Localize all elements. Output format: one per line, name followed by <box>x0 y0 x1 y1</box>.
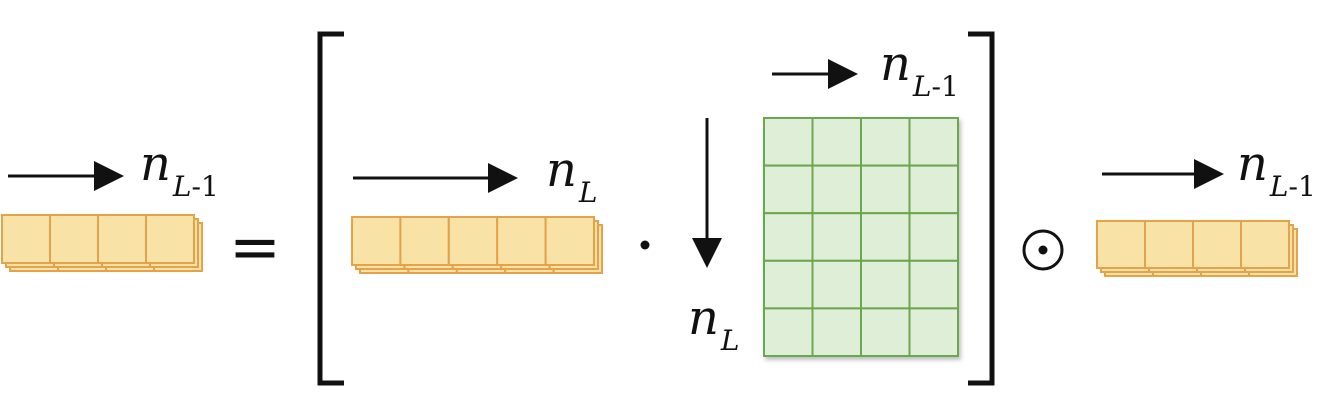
matrix-cell <box>763 307 814 357</box>
vector-cell <box>1 214 51 264</box>
matrix-cell <box>811 307 862 357</box>
vector-cell <box>447 216 499 266</box>
hadamard-operator <box>1022 229 1064 271</box>
bracket-vector-dim-label: nL <box>546 142 598 209</box>
matrix-group: nL-1 nL <box>688 36 959 357</box>
matrix-col-dim-label: nL-1 <box>880 36 959 103</box>
right-vector-stack <box>1096 220 1298 277</box>
matrix-row-dim-label: nL <box>688 290 740 357</box>
matrix-cell <box>908 307 959 357</box>
matrix-cell <box>908 164 959 215</box>
matrix-cell <box>860 307 911 357</box>
vector-cell <box>399 216 450 266</box>
matrix-cell <box>908 117 959 167</box>
vector-cell <box>1144 220 1194 269</box>
matrix-cell <box>908 259 959 310</box>
left-vector-stack <box>1 214 203 272</box>
vector-cell <box>496 216 547 266</box>
matrix-cell <box>763 117 814 167</box>
vector-cell <box>351 216 402 266</box>
equals-sign: = <box>229 210 281 283</box>
matrix-cell <box>763 212 814 262</box>
matrix-cell <box>908 212 959 262</box>
vector-cell <box>49 214 99 264</box>
dot-operator <box>640 240 650 250</box>
weight-matrix <box>763 117 959 357</box>
vector-cell <box>145 214 195 264</box>
left-vector-dim-label: nL-1 <box>140 136 219 203</box>
bracket-vector-group: nL <box>351 142 603 274</box>
vector-cell <box>1192 220 1242 269</box>
matrix-cell <box>811 117 862 167</box>
vector-cell <box>1240 220 1290 269</box>
left-vector-group: nL-1 <box>1 136 219 272</box>
vector-cell <box>1096 220 1146 269</box>
vector-cell <box>544 216 595 266</box>
bracket-vector-stack <box>351 216 603 274</box>
right-bracket <box>968 31 995 386</box>
right-vector-group: nL-1 <box>1096 136 1316 277</box>
right-vector-dim-label: nL-1 <box>1237 136 1316 203</box>
matrix-cell <box>860 164 911 215</box>
matrix-cell <box>860 259 911 310</box>
matrix-cell <box>860 117 911 167</box>
vector-cell <box>97 214 147 264</box>
matrix-cell <box>811 259 862 310</box>
left-bracket <box>317 31 344 386</box>
matrix-cell <box>763 259 814 310</box>
matrix-cell <box>811 164 862 215</box>
matrix-cell <box>811 212 862 262</box>
matrix-cell <box>860 212 911 262</box>
matrix-cell <box>763 164 814 215</box>
